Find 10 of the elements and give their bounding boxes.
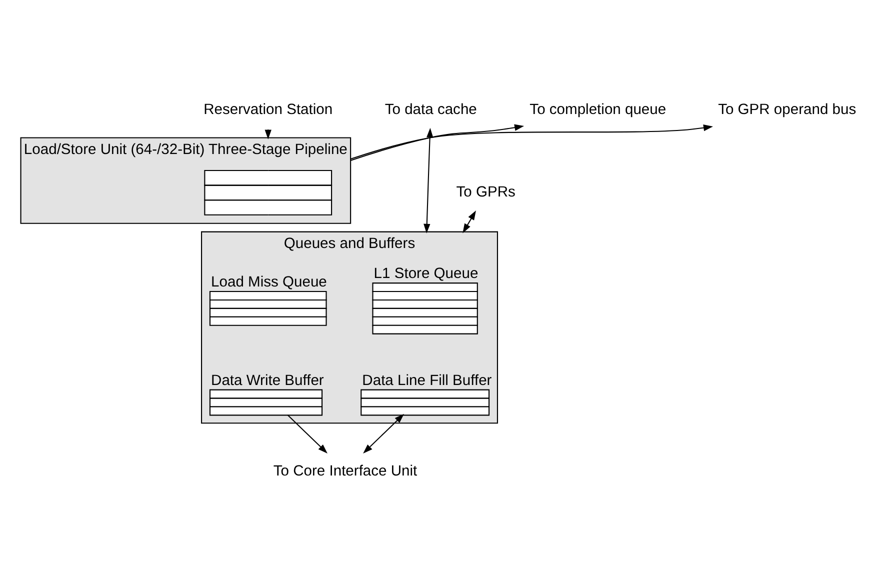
node-text: To data cache	[384, 102, 477, 118]
node-label: Data Write Buffer	[211, 372, 324, 389]
node-label: Load Miss Queue	[211, 274, 327, 290]
node-text: To Core Interface Unit	[273, 464, 418, 480]
node-text: To completion queue	[530, 102, 666, 118]
node-text: To GPR operand bus	[718, 102, 856, 118]
node-label: Data Line Fill Buffer	[362, 372, 492, 389]
node-label: L1 Store Queue	[374, 266, 478, 282]
node-text: To GPRs	[456, 184, 516, 201]
node-text: Reservation Station	[204, 102, 333, 118]
